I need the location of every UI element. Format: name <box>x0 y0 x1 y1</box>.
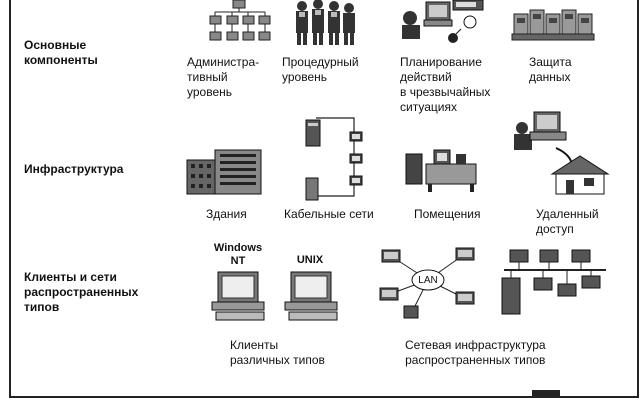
corner-mark <box>532 390 560 396</box>
data-protection-icon <box>511 9 595 41</box>
windows-nt-computer-icon <box>211 271 265 321</box>
caption-emergency: Планирование действий в чрезвычайных сит… <box>400 55 491 114</box>
caption-cabling: Кабельные сети <box>284 207 374 221</box>
remote-access-icon <box>514 111 610 195</box>
caption-data-protection: Защита данных <box>529 55 572 84</box>
emergency-planning-icon <box>402 0 484 43</box>
cabling-network-icon <box>305 117 363 201</box>
caption-remote-access: Удаленный доступ <box>536 207 599 236</box>
premises-icon <box>405 149 477 192</box>
windows-nt-label: Windows NT <box>213 242 263 267</box>
row-label-infrastructure: Инфраструктура <box>24 162 124 176</box>
diagram-frame <box>9 0 639 398</box>
row-label-core: Основные компоненты <box>24 38 98 67</box>
org-chart-icon <box>209 0 271 41</box>
caption-admin: Администра- тивный уровень <box>187 55 260 99</box>
caption-network-infrastructure: Сетевая инфраструктура распространенных … <box>405 338 546 367</box>
distributed-network-icon <box>501 249 606 315</box>
row-label-clients: Клиенты и сети распространенных типов <box>24 270 139 314</box>
unix-computer-icon <box>284 271 338 321</box>
unix-label: UNIX <box>296 254 324 266</box>
building-icon <box>186 149 262 195</box>
caption-premises: Помещения <box>414 207 481 221</box>
caption-procedural: Процедурный уровень <box>282 55 359 84</box>
people-group-icon <box>296 0 355 45</box>
lan-label: LAN <box>418 275 438 286</box>
lan-network-icon <box>379 247 475 319</box>
caption-buildings: Здания <box>206 207 247 221</box>
caption-client-types: Клиенты различных типов <box>230 338 325 367</box>
